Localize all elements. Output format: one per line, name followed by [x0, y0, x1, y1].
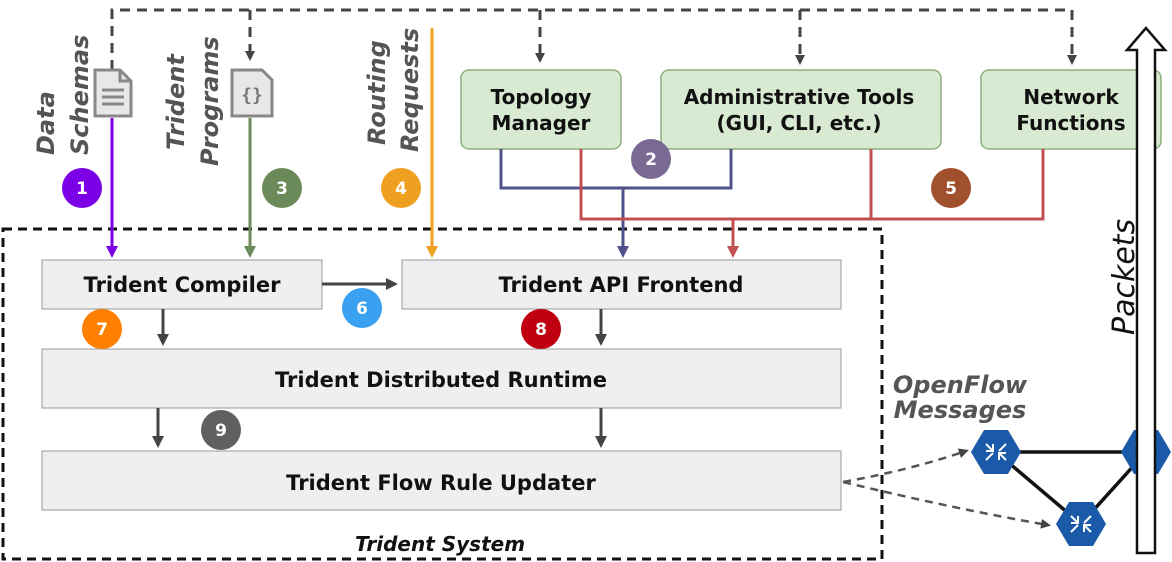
svg-text:Schemas: Schemas — [66, 35, 94, 155]
code-file-icon: {} — [230, 68, 274, 118]
svg-text:Trident Flow Rule Updater: Trident Flow Rule Updater — [286, 471, 596, 495]
badge-9: 9 — [201, 410, 241, 450]
trident-flow-rule-updater-box: Trident Flow Rule Updater — [41, 450, 842, 511]
navy-connector — [499, 149, 733, 258]
svg-text:Messages: Messages — [894, 396, 1027, 424]
badge-1: 1 — [62, 168, 102, 208]
svg-text:6: 6 — [356, 299, 368, 319]
svg-text:Requests: Requests — [396, 28, 424, 152]
network-functions-box: Network Functions — [980, 69, 1162, 150]
svg-text:Topology: Topology — [491, 85, 592, 109]
topology-manager-box: Topology Manager — [460, 69, 622, 150]
routing-requests-label: Routing Requests — [363, 28, 424, 152]
trident-programs-label: Trident Programs — [162, 36, 224, 166]
svg-text:Trident Distributed Runtime: Trident Distributed Runtime — [275, 368, 607, 392]
openflow-messages-label: OpenFlow Messages — [893, 371, 1028, 424]
trident-api-frontend-box: Trident API Frontend — [401, 259, 842, 310]
badge-4: 4 — [381, 168, 421, 208]
openflow-arrows — [842, 448, 1051, 529]
svg-text:3: 3 — [276, 179, 288, 199]
badge-2: 2 — [631, 139, 671, 179]
data-schemas-label: Data Schemas — [32, 35, 94, 155]
svg-text:9: 9 — [215, 421, 227, 441]
svg-text:Trident: Trident — [162, 53, 190, 150]
internal-arrows — [152, 278, 607, 448]
network-switch-icon — [1056, 502, 1106, 546]
svg-text:7: 7 — [96, 320, 108, 340]
badge-5: 5 — [931, 168, 971, 208]
svg-text:Network: Network — [1023, 85, 1119, 109]
trident-compiler-box: Trident Compiler — [41, 259, 323, 310]
svg-text:Data: Data — [32, 91, 60, 155]
svg-text:(GUI, CLI, etc.): (GUI, CLI, etc.) — [717, 111, 882, 135]
packets-label: Packets — [1107, 219, 1142, 335]
red-connector — [579, 149, 1045, 258]
svg-text:4: 4 — [395, 179, 407, 199]
administrative-tools-box: Administrative Tools (GUI, CLI, etc.) — [660, 69, 942, 150]
svg-text:5: 5 — [945, 179, 957, 199]
svg-text:Routing: Routing — [363, 40, 391, 145]
trident-system-boundary — [1, 227, 884, 561]
badge-8: 8 — [521, 309, 561, 349]
svg-text:Functions: Functions — [1016, 111, 1125, 135]
network-switch-icon — [971, 430, 1021, 474]
badge-3: 3 — [262, 168, 302, 208]
svg-text:1: 1 — [76, 179, 88, 199]
svg-text:OpenFlow: OpenFlow — [893, 371, 1028, 399]
svg-text:2: 2 — [645, 150, 657, 170]
svg-text:8: 8 — [535, 320, 547, 340]
svg-text:Trident API Frontend: Trident API Frontend — [499, 273, 744, 297]
trident-runtime-box: Trident Distributed Runtime — [41, 348, 842, 409]
svg-text:Administrative Tools: Administrative Tools — [684, 85, 915, 109]
badge-7: 7 — [82, 309, 122, 349]
packets-arrow — [1124, 26, 1168, 555]
svg-text:{}: {} — [241, 85, 263, 106]
svg-text:Manager: Manager — [492, 111, 591, 135]
document-icon — [93, 68, 133, 118]
trident-system-label: Trident System — [355, 532, 525, 556]
top-dashed-connectors — [110, 8, 1077, 70]
svg-text:Trident Compiler: Trident Compiler — [84, 273, 282, 297]
badge-6: 6 — [342, 288, 382, 328]
svg-text:Programs: Programs — [196, 36, 224, 166]
